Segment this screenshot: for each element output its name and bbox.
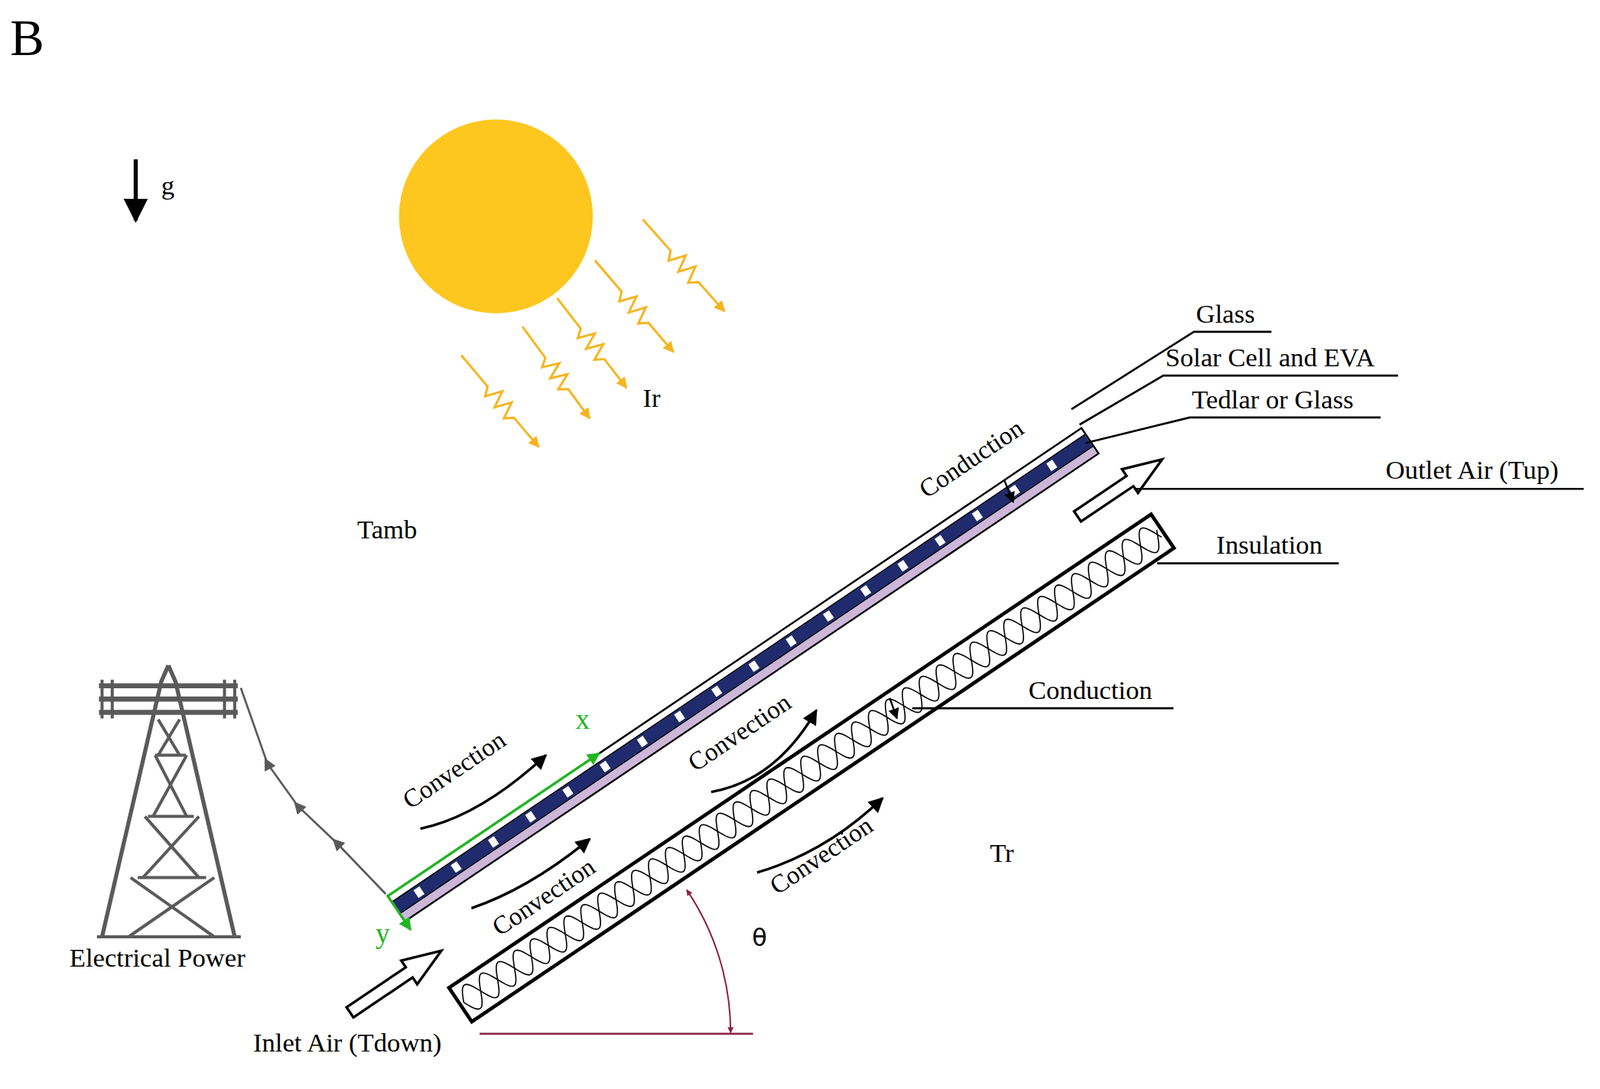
- tower-bracing: [128, 719, 215, 937]
- flow-label: Outlet Air (Tup): [1385, 455, 1559, 485]
- process-label: Conduction: [913, 414, 1029, 505]
- horizontal-reference: [479, 1032, 754, 1035]
- process-label: Convection: [397, 725, 511, 815]
- gravity-symbol: g: [161, 171, 175, 201]
- cell-gap: [562, 786, 573, 798]
- insulation-wave: [455, 521, 1168, 1015]
- insulation-pattern: [455, 521, 1168, 1015]
- solar-ray: [522, 326, 590, 419]
- tedlar-layer: [400, 446, 1098, 921]
- tower-legs: [101, 665, 235, 937]
- cell-gap: [1046, 459, 1057, 472]
- power-tower: [97, 665, 241, 937]
- process-label: Convection: [487, 852, 601, 942]
- conduction-arrow: [889, 698, 897, 719]
- angle-arc: [686, 890, 731, 1034]
- cell-gap: [785, 635, 797, 648]
- cell-gap: [413, 886, 425, 898]
- pv-panel: [387, 428, 1105, 931]
- cell-gap: [972, 510, 983, 522]
- flow-label: Inlet Air (Tdown): [253, 1028, 443, 1058]
- cell-gap: [897, 559, 908, 572]
- solar-ray: [595, 260, 674, 352]
- cell-gap: [673, 710, 685, 722]
- cell-gap: [525, 811, 537, 823]
- part-name: Insulation: [1216, 530, 1323, 560]
- sun: [399, 119, 593, 313]
- process-label: Convection: [682, 688, 797, 778]
- insulation-wave: [455, 521, 1168, 1015]
- leader-line: [1157, 562, 1339, 565]
- part-name: Tedlar or Glass: [1191, 385, 1353, 415]
- layer-line: [400, 445, 1094, 914]
- cell-gap: [822, 610, 834, 622]
- process-label: Conduction: [1028, 676, 1153, 706]
- insulation-outline: [448, 513, 1174, 1022]
- cell-gap: [450, 861, 462, 873]
- power-wire: [240, 687, 386, 895]
- leader-line: [1086, 417, 1382, 443]
- axis-label: x: [575, 703, 590, 735]
- gravity-arrow: [133, 159, 138, 221]
- cell-gap: [637, 735, 648, 748]
- angle-symbol: θ: [751, 924, 768, 952]
- ambient-temperature: Tamb: [357, 515, 417, 545]
- panel-letter: B: [9, 9, 44, 66]
- axis-label: y: [375, 917, 391, 950]
- part-name: Glass: [1196, 299, 1256, 329]
- cell-gap: [934, 534, 946, 547]
- solar-rays: [461, 219, 725, 448]
- panel-outline: [387, 428, 1099, 922]
- irradiance-symbol: Ir: [643, 383, 661, 414]
- room-temperature: Tr: [989, 839, 1015, 869]
- part-name: Solar Cell and EVA: [1165, 343, 1376, 373]
- tower-rungs: [97, 755, 241, 937]
- cell-gap: [860, 585, 872, 597]
- solar-ray: [556, 298, 627, 388]
- process-label: Convection: [764, 811, 879, 901]
- leader-line: [1134, 487, 1584, 491]
- cell-gap: [487, 835, 499, 848]
- solar-ray: [643, 219, 726, 312]
- leader-lines: [912, 331, 1584, 709]
- y-axis: [387, 896, 411, 931]
- glass-layer: [387, 428, 1099, 922]
- tower-arms: [98, 686, 238, 713]
- inlet-arrow: [341, 939, 449, 1025]
- solar-ray: [461, 355, 539, 448]
- cell-gap: [711, 685, 722, 697]
- conduction-arrow: [1004, 479, 1014, 502]
- leader-line: [912, 707, 1174, 710]
- insulation-board: [448, 513, 1174, 1022]
- cell-gap: [599, 760, 611, 773]
- cell-gap: [748, 660, 760, 673]
- power-label: Electrical Power: [69, 943, 246, 973]
- tower-insulators: [101, 679, 235, 719]
